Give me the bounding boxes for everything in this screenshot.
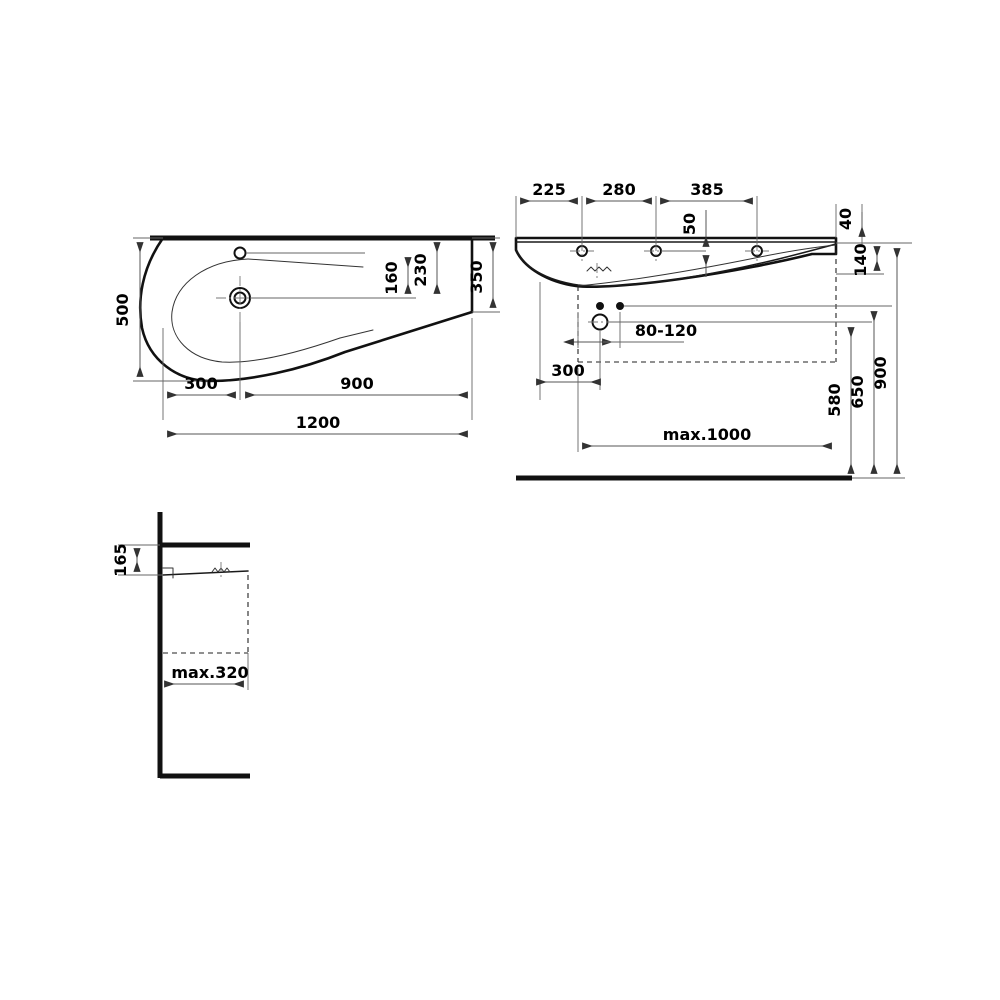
elevation-fixing-hole-right xyxy=(616,302,624,310)
plan-bowl-inner-outline xyxy=(171,258,341,363)
plan-rim-upper-edge xyxy=(247,258,364,268)
elevation-dim-label-280: 280 xyxy=(602,180,635,199)
elevation-underside-secondary xyxy=(577,244,837,287)
side-basin-underside xyxy=(162,570,249,576)
elevation-bowl-underside xyxy=(515,243,837,287)
elevation-dim-label-max1000: max.1000 xyxy=(663,425,751,444)
elevation-dim-label-900: 900 xyxy=(871,356,890,389)
plan-rim-lower-edge xyxy=(339,329,374,339)
elevation-tap-hole-3 xyxy=(745,241,769,261)
plan-tap-hole xyxy=(233,246,247,260)
plan-dim-label-300: 300 xyxy=(184,374,217,393)
elevation-fixing-hole-left xyxy=(596,302,604,310)
elevation-dim-label-140: 140 xyxy=(851,243,870,276)
elevation-dim-label-225: 225 xyxy=(532,180,565,199)
plan-dim-label-1200: 1200 xyxy=(296,413,341,432)
elevation-dim-label-80-120: 80-120 xyxy=(635,321,697,340)
side-bracket-notch xyxy=(162,567,174,579)
elevation-dim-label-385: 385 xyxy=(690,180,723,199)
elevation-tap-hole-1 xyxy=(570,241,594,261)
elevation-dim-label-50: 50 xyxy=(680,213,699,235)
plan-dim-label-350: 350 xyxy=(467,260,486,293)
elevation-view-group: 225 280 385 50 40 140 xyxy=(514,180,912,481)
plan-dim-label-500: 500 xyxy=(113,293,132,326)
elevation-dim-label-300: 300 xyxy=(551,361,584,380)
elevation-dim-label-40: 40 xyxy=(836,208,855,230)
elevation-overflow-mark xyxy=(586,266,612,272)
side-view-group: 165 max.320 xyxy=(111,512,250,779)
plan-view-group: 500 350 230 160 300 900 1200 xyxy=(113,235,500,438)
side-dim-label-max320: max.320 xyxy=(171,663,248,682)
elevation-dim-label-580: 580 xyxy=(825,383,844,416)
side-dim-label-165: 165 xyxy=(111,543,130,576)
plan-dim-label-230: 230 xyxy=(411,253,430,286)
elevation-dim-label-650: 650 xyxy=(848,375,867,408)
plan-dim-label-900: 900 xyxy=(340,374,373,393)
plan-dim-label-160: 160 xyxy=(382,261,401,294)
